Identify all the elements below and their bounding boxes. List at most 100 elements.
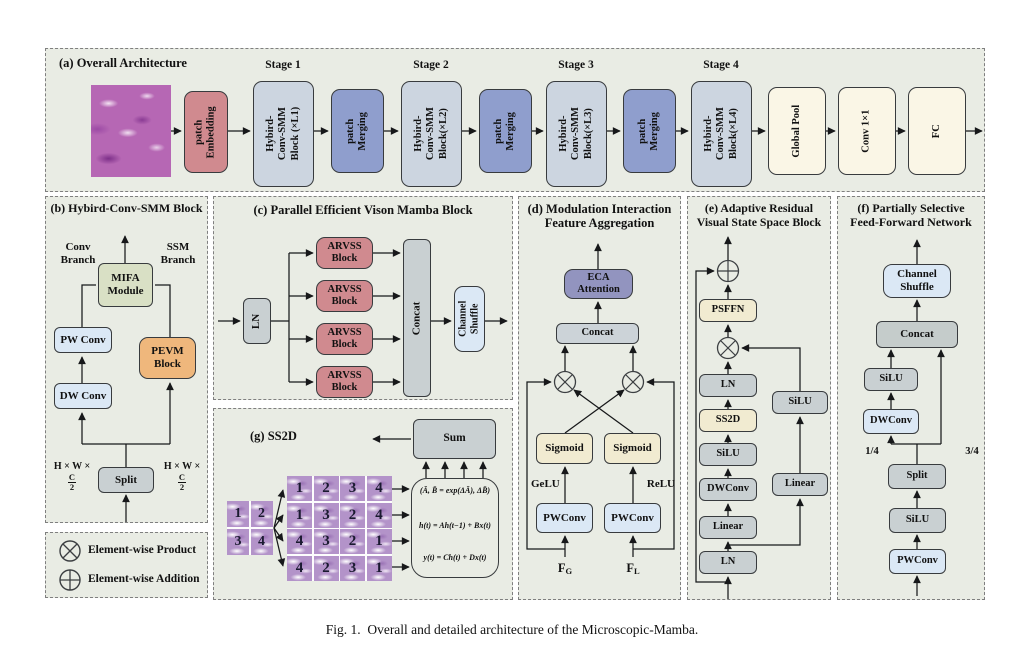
grid-cell: 1 <box>227 501 249 527</box>
patch-merging-2: patch Merging <box>479 89 532 173</box>
silu-bottom-block: SiLU <box>889 508 946 533</box>
panel-b-hybird-conv-smm: (b) Hybird-Conv-SMM Block Conv Branch SS… <box>45 196 208 523</box>
pwconv-block-f: PWConv <box>889 549 946 574</box>
grid-cell: 2 <box>313 476 339 501</box>
arvss-block-2: ARVSS Block <box>316 280 373 312</box>
dwconv-block-e: DWConv <box>699 478 757 501</box>
global-pool-block: Global Pool <box>768 87 826 175</box>
panel-g-title: (g) SS2D <box>250 429 297 443</box>
panel-c-arrows <box>218 249 508 386</box>
panel-b-arrows <box>78 235 174 522</box>
pevm-block: PEVM Block <box>139 337 196 379</box>
panel-e-arvss: (e) Adaptive Residual Visual State Space… <box>687 196 831 600</box>
conv-branch-label: Conv Branch <box>60 241 96 267</box>
dwconv-block-f: DWConv <box>863 409 919 434</box>
dw-conv-block: DW Conv <box>54 383 112 409</box>
patch-embedding-block: patch Embedding <box>184 91 228 173</box>
histology-input-image <box>91 85 171 177</box>
arvss-block-4: ARVSS Block <box>316 366 373 398</box>
smm-block-stage4: Hybird-Conv-SMM Block(×L4) <box>691 81 752 187</box>
eca-attention-block: ECA Attention <box>564 269 633 299</box>
panel-a-arrows <box>171 127 983 135</box>
grid-cell: 4 <box>287 555 312 581</box>
panel-c-title: (c) Parallel Efficient Vison Mamba Block <box>253 203 473 217</box>
grid-cell: 3 <box>227 528 249 555</box>
smm-block-stage3: Hybird-Conv-SMM Block(×L3) <box>546 81 607 187</box>
equation-output: y(t) = Ch(t) + Dx(t) <box>423 553 487 562</box>
sigmoid-block-right: Sigmoid <box>604 433 661 464</box>
element-wise-addition-icon <box>59 569 81 591</box>
legend-product-label: Element-wise Product <box>88 544 197 556</box>
split-block: Split <box>98 467 154 493</box>
panel-f-psffn: (f) Partially Selective Feed-Forward Net… <box>837 196 985 600</box>
element-wise-product-icon <box>621 370 645 394</box>
legend-box: Element-wise Product Element-wise Additi… <box>45 532 208 598</box>
ss2d-block: SS2D <box>699 409 757 432</box>
legend-addition-label: Element-wise Addition <box>88 573 200 585</box>
panel-d-title: (d) Modulation Interaction Feature Aggre… <box>527 202 672 231</box>
grid-cell: 3 <box>340 555 365 581</box>
panel-a-title: (a) Overall Architecture <box>59 56 187 70</box>
grid-cell: 2 <box>250 501 273 527</box>
pwconv-block-left: PWConv <box>536 503 593 533</box>
concat-block-d: Concat <box>556 323 639 344</box>
panel-a-overall-architecture: (a) Overall Architecture Stage 1 Stage 2… <box>45 48 985 192</box>
grid-cell: 1 <box>287 502 312 528</box>
channel-shuffle-block: Channel Shuffle <box>454 286 485 352</box>
panel-d-arrows <box>526 243 675 557</box>
equation-discretization: (Ā, B̄ = exp(ΔĀ), ΔB̄) <box>419 486 491 495</box>
grid-cell: 4 <box>366 476 392 501</box>
grid-cell: 1 <box>366 555 392 581</box>
patch-merging-3: patch Merging <box>623 89 676 173</box>
linear-main-block: Linear <box>699 516 757 539</box>
ssm-equations-box: (Ā, B̄ = exp(ΔĀ), ΔB̄) h(t) = Ah(t−1) + … <box>411 478 499 578</box>
grid-cell: 3 <box>313 529 339 554</box>
grid-cell: 2 <box>340 529 365 554</box>
grid-cell: 3 <box>340 476 365 501</box>
patch-merging-1: patch Merging <box>331 89 384 173</box>
smm-block-stage2: Hybird-Conv-SMM Block(×L2) <box>401 81 462 187</box>
silu-left-block: SiLU <box>864 368 918 391</box>
element-wise-addition-icon <box>716 259 740 283</box>
grid-cell: 4 <box>250 528 273 555</box>
grid-cell: 1 <box>287 476 312 501</box>
ln-bottom-block: LN <box>699 551 757 574</box>
arvss-block-1: ARVSS Block <box>316 237 373 269</box>
scan-grid-2x2: 1 2 3 4 <box>227 501 273 555</box>
concat-block: Concat <box>403 239 431 397</box>
grid-cell: 3 <box>313 502 339 528</box>
split-ratio-left-label: 1/4 <box>865 446 879 457</box>
pw-conv-block: PW Conv <box>54 327 112 353</box>
element-wise-product-icon <box>716 336 740 360</box>
panel-g-arrows <box>273 435 487 571</box>
stage-3-label: Stage 3 <box>558 59 594 71</box>
ln-top-block: LN <box>699 374 757 397</box>
figure-caption: Fig. 1. Overall and detailed architectur… <box>325 622 699 637</box>
element-wise-product-icon <box>59 540 81 562</box>
split-ratio-right-label: 3/4 <box>965 446 979 457</box>
sum-block: Sum <box>413 419 496 459</box>
panel-e-title: (e) Adaptive Residual Visual State Space… <box>696 201 822 229</box>
element-wise-product-icon <box>553 370 577 394</box>
smm-block-stage1: Hybird-Conv-SMM Block (×L1) <box>253 81 314 187</box>
grid-cell: 4 <box>287 529 312 554</box>
input-fl-label: FL <box>626 561 640 576</box>
grid-cell: 4 <box>366 502 392 528</box>
gelu-label: GeLU <box>531 478 560 490</box>
panel-f-arrows <box>887 239 945 596</box>
pwconv-block-right: PWConv <box>604 503 661 533</box>
panel-b-title: (b) Hybird-Conv-SMM Block <box>50 201 203 215</box>
stage-4-label: Stage 4 <box>703 59 739 71</box>
panel-g-ss2d: (g) SS2D Sum 1 2 3 4 1 2 3 4 1 3 2 4 4 3… <box>213 408 513 600</box>
sigmoid-block-left: Sigmoid <box>536 433 593 464</box>
grid-cell: 2 <box>313 555 339 581</box>
arvss-block-3: ARVSS Block <box>316 323 373 355</box>
panel-c-pevm: (c) Parallel Efficient Vison Mamba Block… <box>213 196 513 400</box>
ln-block: LN <box>243 298 271 344</box>
split-block-f: Split <box>888 464 946 489</box>
grid-cell: 1 <box>366 529 392 554</box>
